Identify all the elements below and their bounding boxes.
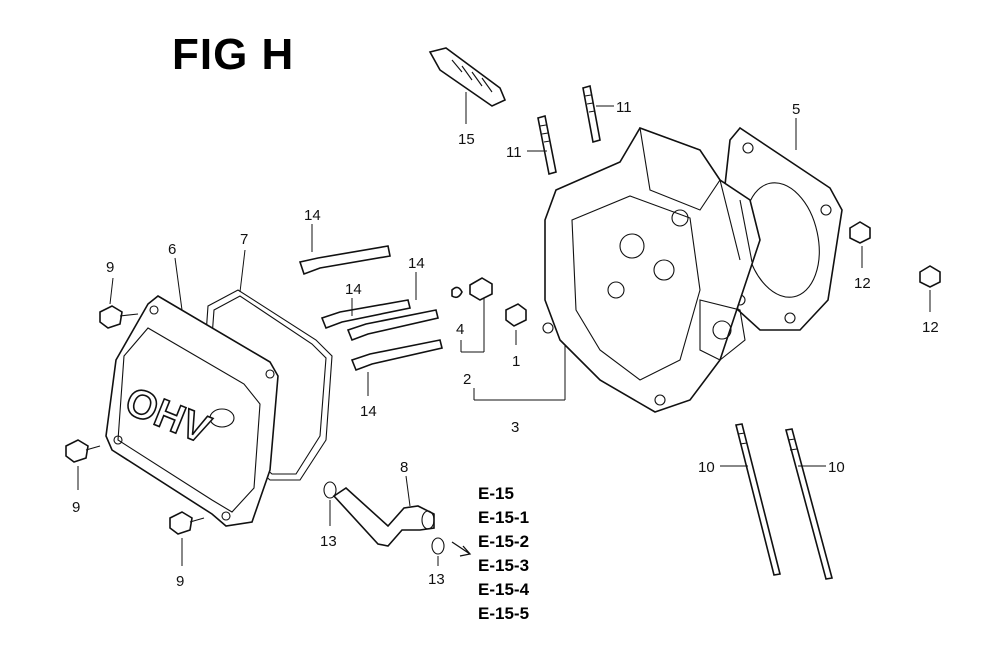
callout-1: 1: [512, 353, 520, 370]
callout-8: 8: [400, 459, 408, 476]
callout-10: 10: [698, 459, 715, 476]
callout-12: 12: [854, 275, 871, 292]
spark-plug: [428, 47, 507, 124]
stud-bolts-upper: [527, 84, 614, 176]
reference-e15-3: E-15-3: [478, 556, 530, 575]
callout-15: 15: [458, 131, 475, 148]
callout-10: 10: [828, 459, 845, 476]
reference-e15-1: E-15-1: [478, 508, 530, 527]
callout-13: 13: [320, 533, 337, 550]
reference-e15: E-15: [478, 484, 514, 503]
callout-14: 14: [304, 207, 321, 224]
callout-12: 12: [922, 319, 939, 336]
figure-title: FIG H: [172, 30, 295, 79]
reference-e15-4: E-15-4: [478, 580, 530, 599]
callout-7: 7: [240, 231, 248, 248]
head-bolts: [298, 224, 443, 396]
cylinder-head: [473, 127, 761, 413]
callout-5: 5: [792, 101, 800, 118]
callout-4: 4: [456, 321, 464, 338]
hose-clips: [323, 481, 472, 566]
reference-e15-2: E-15-2: [478, 532, 530, 551]
head-cover: OHV: [105, 257, 279, 527]
callout-14: 14: [360, 403, 377, 420]
callout-2: 2: [463, 371, 471, 388]
callout-9: 9: [106, 259, 114, 276]
callout-11: 11: [506, 144, 522, 161]
callout-13: 13: [428, 571, 445, 588]
dowel-pins: [849, 221, 941, 312]
callout-6: 6: [168, 241, 176, 258]
valve-guide-parts: [451, 277, 527, 353]
reference-e15-5: E-15-5: [478, 604, 530, 623]
callout-14: 14: [345, 281, 362, 298]
callout-9: 9: [176, 573, 184, 590]
breather-tube: [332, 475, 435, 547]
callout-14: 14: [408, 255, 425, 272]
long-studs: [720, 423, 834, 580]
cover-bolts: [65, 277, 205, 566]
callout-3: 3: [511, 419, 519, 436]
callout-9: 9: [72, 499, 80, 516]
callout-11: 11: [616, 99, 632, 116]
